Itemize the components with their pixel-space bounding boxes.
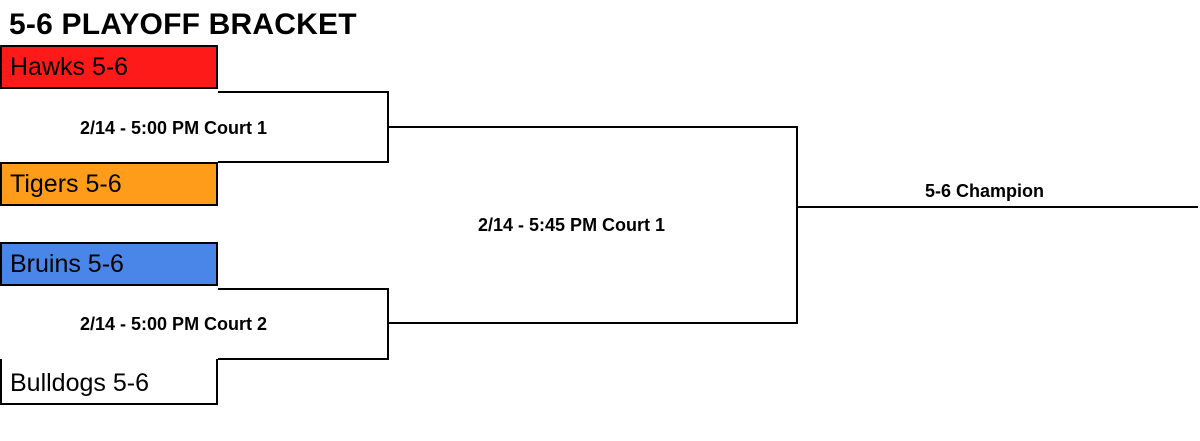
game1-label: 2/14 - 5:00 PM Court 1	[80, 118, 268, 138]
team-tigers: Tigers 5-6	[0, 162, 218, 206]
game2-label: 2/14 - 5:00 PM Court 2	[80, 314, 268, 334]
final-game-label: 2/14 - 5:45 PM Court 1	[478, 215, 666, 235]
team-bulldogs: Bulldogs 5-6	[0, 359, 218, 405]
bracket-title: 5-6 PLAYOFF BRACKET	[9, 8, 357, 41]
champion-label: 5-6 Champion	[925, 181, 1045, 201]
team-hawks: Hawks 5-6	[0, 45, 218, 89]
team-bruins: Bruins 5-6	[0, 242, 218, 286]
